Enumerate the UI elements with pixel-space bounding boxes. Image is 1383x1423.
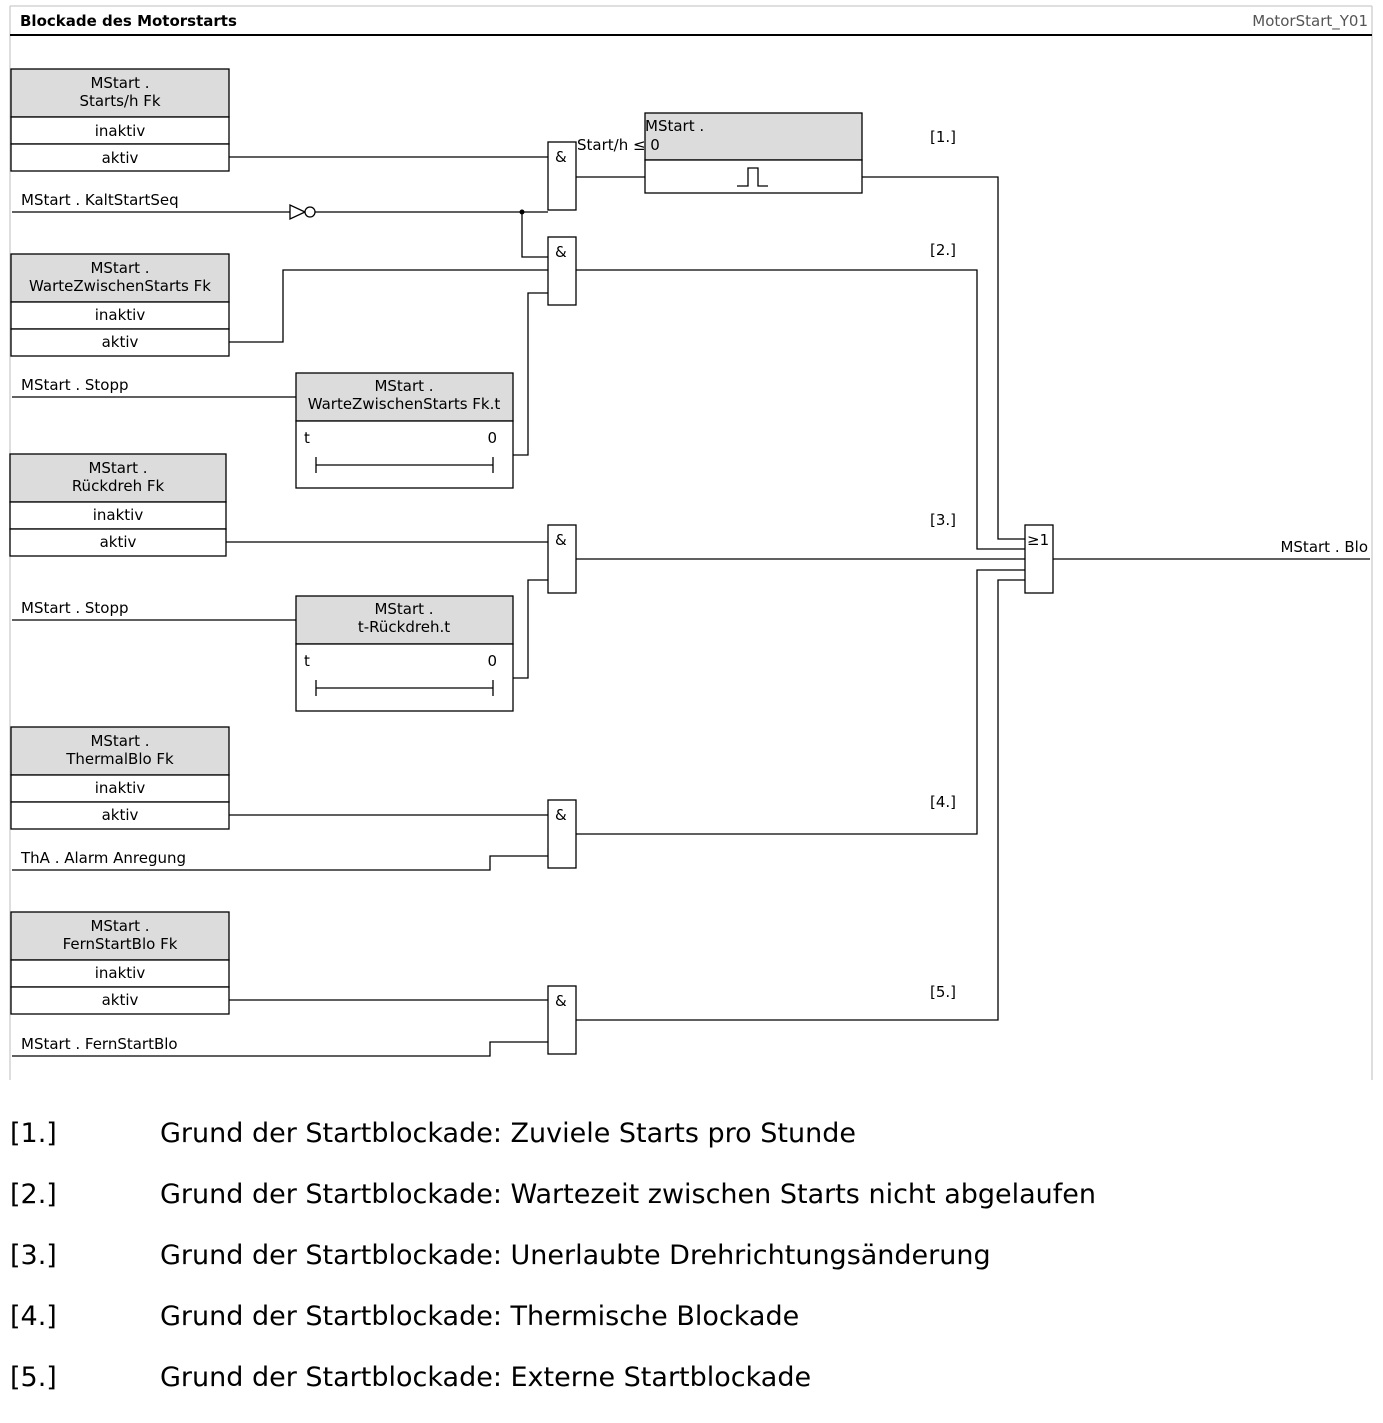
and-gate-3: &: [547, 524, 577, 594]
block-header-2: Starts/h Fk: [79, 92, 160, 110]
step-icon: [737, 167, 768, 187]
block-header-2: WarteZwischenStarts Fk: [29, 277, 211, 295]
option-inaktiv: inaktiv: [95, 122, 146, 140]
option-aktiv: aktiv: [102, 149, 139, 167]
legend-row-4: [4.] Grund der Startblockade: Thermische…: [10, 1301, 799, 1332]
legend-row-3: [3.] Grund der Startblockade: Unerlaubte…: [10, 1240, 991, 1271]
legend-text: Grund der Startblockade: Wartezeit zwisc…: [160, 1179, 1097, 1210]
legend-text: Grund der Startblockade: Unerlaubte Dreh…: [160, 1240, 991, 1271]
signal-tha-alarm: ThA . Alarm Anregung: [20, 849, 186, 867]
option-aktiv: aktiv: [102, 991, 139, 1009]
timer-block-rueckdreh: MStart . t-Rückdreh.t t 0: [295, 595, 514, 712]
timer-bar-icon: [315, 457, 494, 473]
output-signal-label: MStart . Blo: [1280, 538, 1368, 556]
option-inaktiv: inaktiv: [95, 964, 146, 982]
param-block-starts: MStart . Starts/h Fk inaktiv aktiv: [10, 68, 230, 172]
timer-zero-label: 0: [487, 652, 497, 670]
timer-header-1: MStart .: [374, 600, 433, 618]
marker-4: [4.]: [930, 793, 956, 811]
and-gate-4: &: [547, 799, 577, 869]
logic-diagram: Blockade des Motorstarts MotorStart_Y01 …: [9, 5, 1373, 1080]
svg-text:&: &: [555, 992, 567, 1010]
svg-text:&: &: [555, 531, 567, 549]
inverter-icon: [289, 203, 307, 221]
diagram-code: MotorStart_Y01: [1252, 12, 1368, 31]
timer-bar-icon: [315, 680, 494, 696]
marker-5: [5.]: [930, 983, 956, 1001]
legend-row-2: [2.] Grund der Startblockade: Wartezeit …: [10, 1179, 1096, 1210]
svg-text:&: &: [555, 806, 567, 824]
legend-row-1: [1.] Grund der Startblockade: Zuviele St…: [10, 1118, 856, 1149]
param-block-rueckdreh: MStart . Rückdreh Fk inaktiv aktiv: [9, 453, 227, 557]
block-header-2: FernStartBlo Fk: [63, 935, 178, 953]
signal-stopp-1: MStart . Stopp: [21, 376, 129, 394]
param-block-warte: MStart . WarteZwischenStarts Fk inaktiv …: [10, 253, 230, 357]
legend-key: [5.]: [10, 1362, 57, 1393]
svg-text:≥1: ≥1: [1027, 531, 1049, 549]
legend-key: [2.]: [10, 1179, 57, 1210]
option-inaktiv: inaktiv: [95, 306, 146, 324]
diagram-title: Blockade des Motorstarts: [20, 12, 237, 30]
legend-text: Grund der Startblockade: Thermische Bloc…: [160, 1301, 800, 1332]
marker-3: [3.]: [930, 511, 956, 529]
block-header-1: MStart .: [90, 259, 149, 277]
block-header-2: Rückdreh Fk: [72, 477, 165, 495]
timer-header-1: MStart .: [374, 377, 433, 395]
param-block-fern: MStart . FernStartBlo Fk inaktiv aktiv: [10, 911, 230, 1015]
legend-key: [4.]: [10, 1301, 57, 1332]
marker-1: [1.]: [930, 128, 956, 146]
block-header-1: MStart .: [90, 732, 149, 750]
svg-text:&: &: [555, 148, 567, 166]
or-gate: ≥1: [1024, 524, 1054, 594]
timer-header-2: t-Rückdreh.t: [358, 618, 450, 636]
option-aktiv: aktiv: [102, 333, 139, 351]
and-gate-1: &: [547, 141, 577, 211]
signal-fernstartblo: MStart . FernStartBlo: [21, 1035, 178, 1053]
legend-text: Grund der Startblockade: Zuviele Starts …: [160, 1118, 856, 1149]
wires: [12, 156, 1370, 1057]
timer-t-label: t: [304, 652, 310, 670]
marker-2: [2.]: [930, 241, 956, 259]
param-block-thermal: MStart . ThermalBlo Fk inaktiv aktiv: [10, 726, 230, 830]
timer-header-2: WarteZwischenStarts Fk.t: [308, 395, 501, 413]
comparator-header-1: MStart .: [645, 117, 704, 135]
svg-text:&: &: [555, 243, 567, 261]
timer-zero-label: 0: [487, 429, 497, 447]
signal-stopp-2: MStart . Stopp: [21, 599, 129, 617]
option-aktiv: aktiv: [102, 806, 139, 824]
timer-block-warte: MStart . WarteZwischenStarts Fk.t t 0: [295, 372, 514, 489]
timer-t-label: t: [304, 429, 310, 447]
option-aktiv: aktiv: [100, 533, 137, 551]
option-inaktiv: inaktiv: [93, 506, 144, 524]
option-inaktiv: inaktiv: [95, 779, 146, 797]
block-header-1: MStart .: [90, 74, 149, 92]
comparator-header-2: Start/h ≤ 0: [577, 136, 660, 154]
block-header-2: ThermalBlo Fk: [65, 750, 174, 768]
comparator-block: MStart . Start/h ≤ 0: [577, 112, 863, 194]
legend-text: Grund der Startblockade: Externe Startbl…: [160, 1362, 812, 1393]
signal-kaltstartseq: MStart . KaltStartSeq: [21, 191, 179, 209]
legend-row-5: [5.] Grund der Startblockade: Externe St…: [10, 1362, 811, 1393]
block-header-1: MStart .: [88, 459, 147, 477]
block-header-1: MStart .: [90, 917, 149, 935]
legend-key: [3.]: [10, 1240, 57, 1271]
and-gate-5: &: [547, 985, 577, 1055]
legend-key: [1.]: [10, 1118, 57, 1149]
and-gate-2: &: [547, 236, 577, 306]
